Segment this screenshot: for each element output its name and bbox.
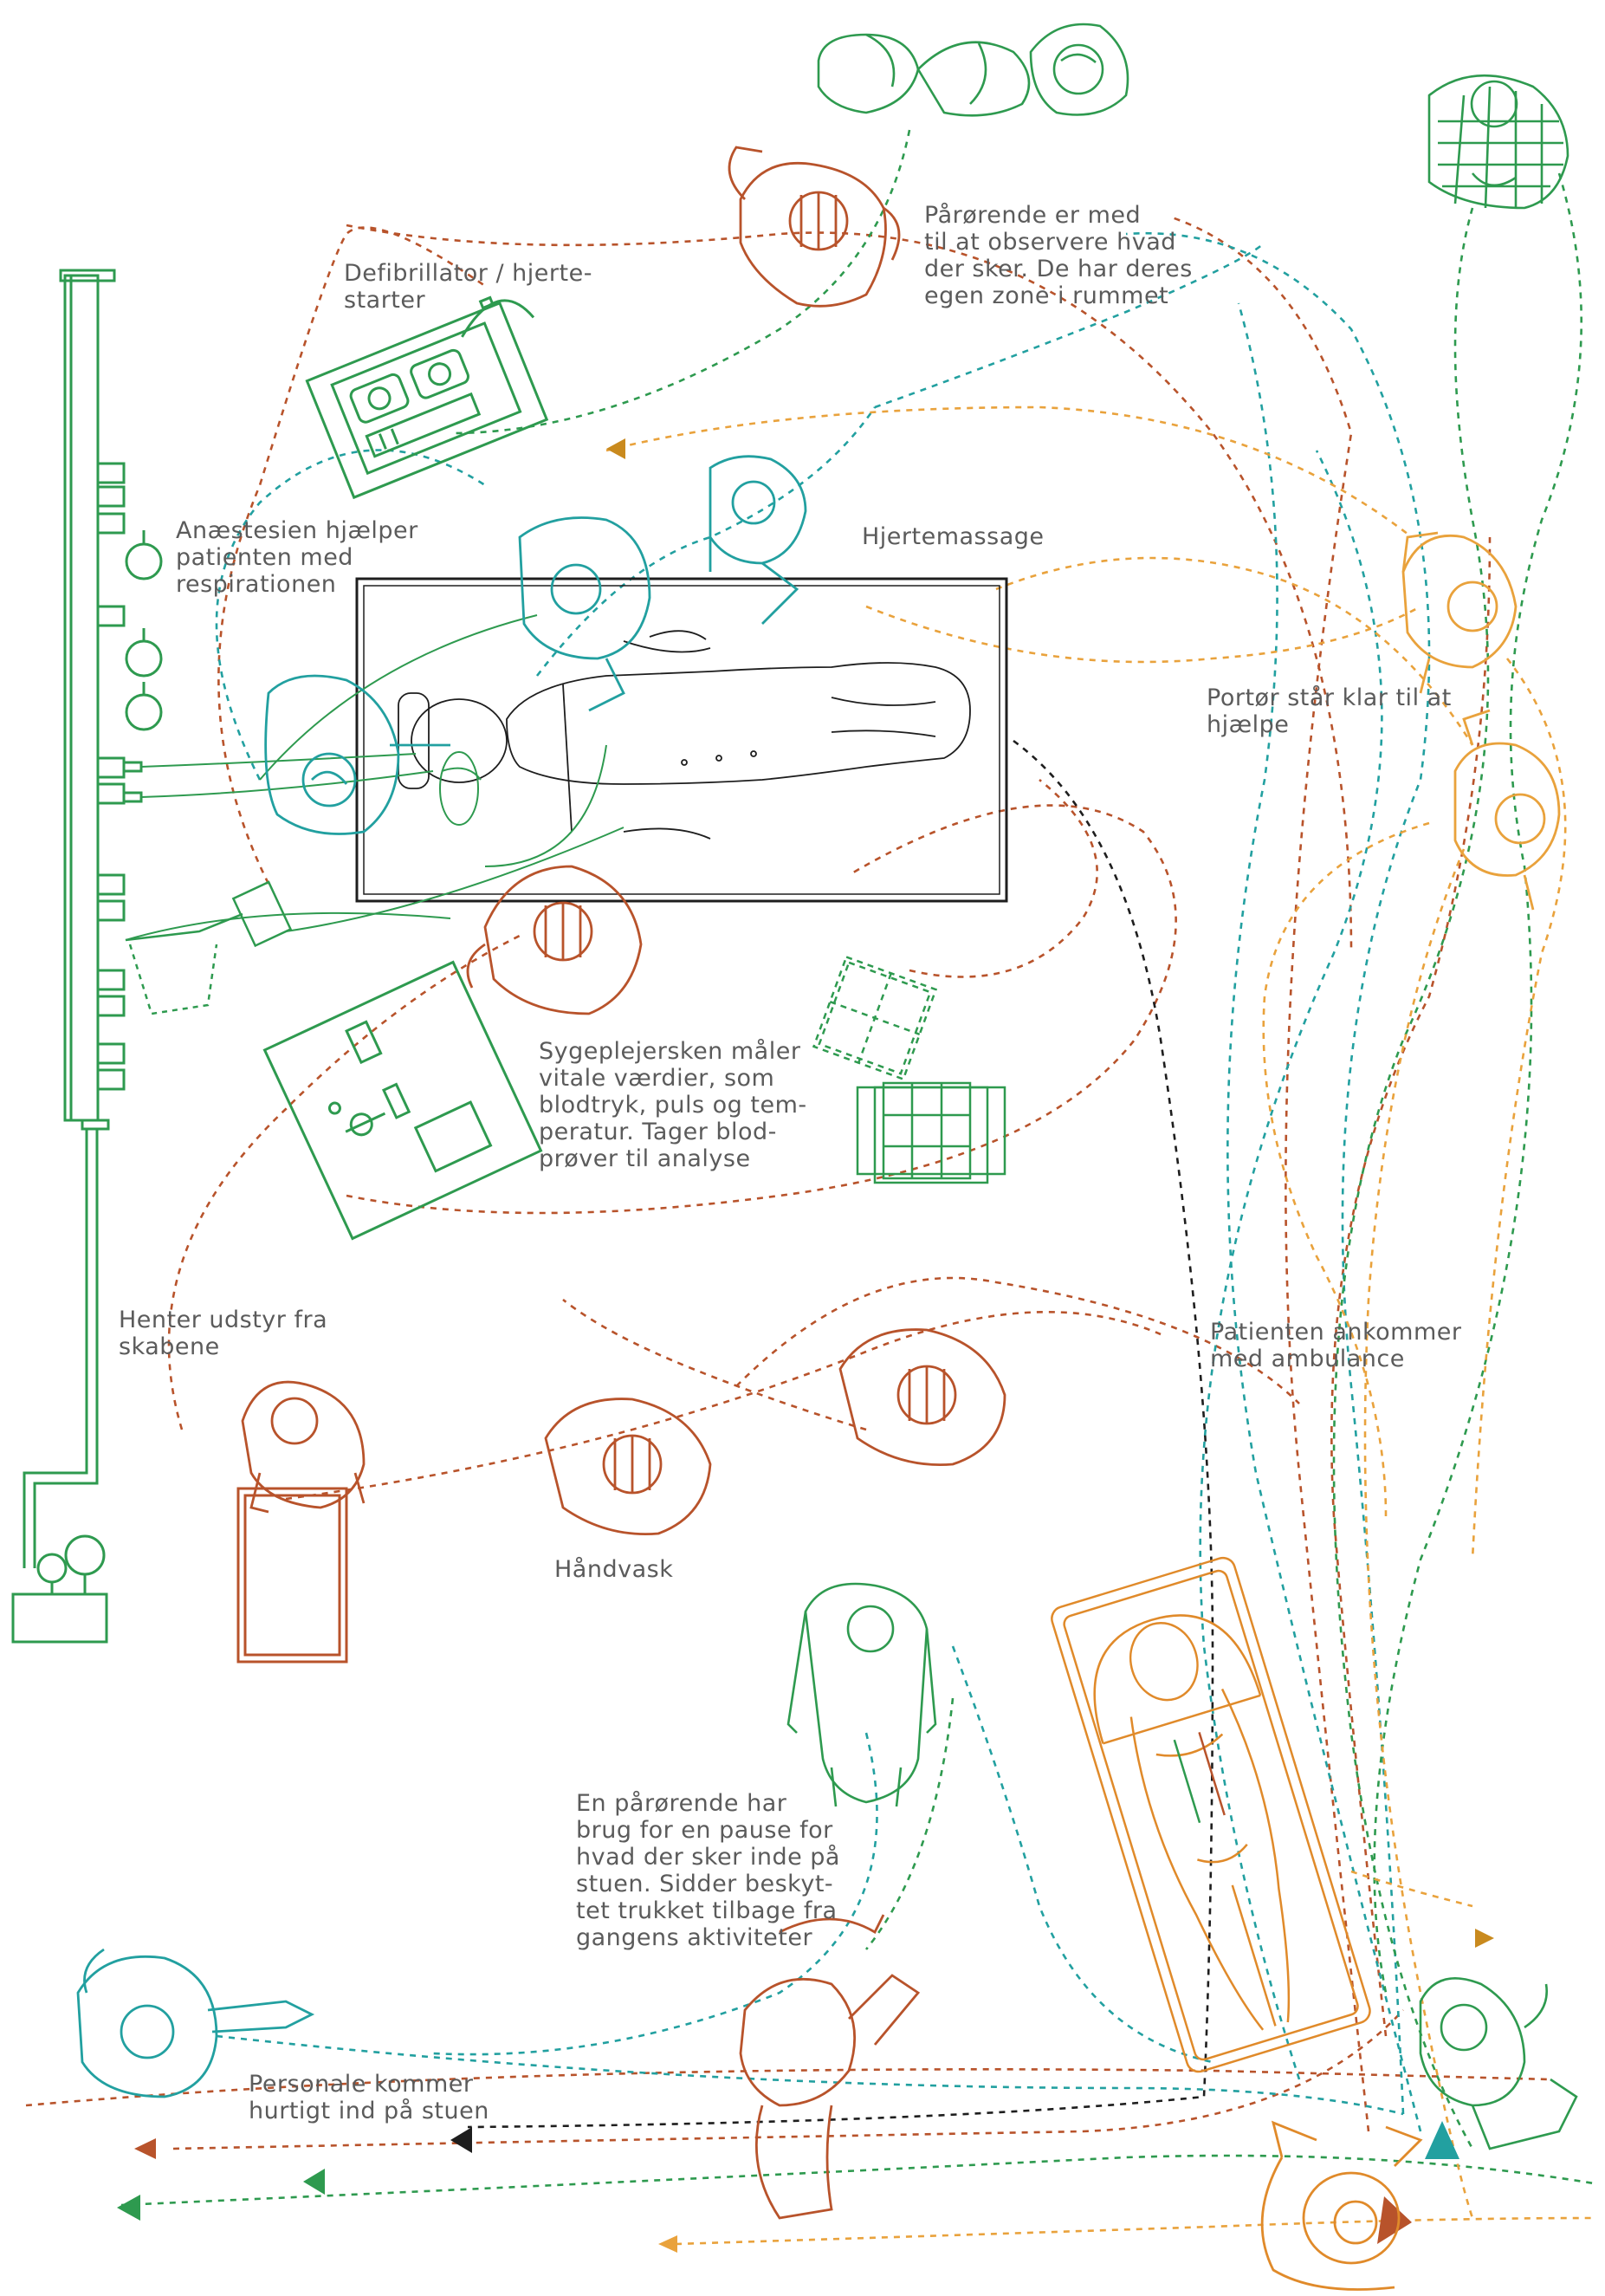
- wall-equipment-rail-icon: [23, 269, 163, 1568]
- porter-icon: [1401, 531, 1518, 694]
- arrow-icon: [117, 2195, 140, 2221]
- bed-with-patient-icon: [355, 577, 1008, 903]
- label-nurse: Sygeplejersken måler vitale værdier, som…: [539, 1038, 807, 1172]
- label-heart-massage: Hjertemassage: [862, 523, 1045, 550]
- label-defibrillator: Defibrillator / hjerte- starter: [344, 260, 592, 314]
- green-paths: [120, 129, 1595, 2207]
- nurse-icon: [838, 1328, 1006, 1466]
- nurse-icon: [544, 1398, 712, 1535]
- arrow-icon: [450, 2127, 472, 2153]
- movement-paths: [25, 129, 1595, 2246]
- label-handwash: Håndvask: [554, 1556, 674, 1583]
- nurse-icon: [241, 1380, 366, 1514]
- label-cabinets: Henter udstyr fra skabene: [119, 1307, 328, 1360]
- arrow-icon: [134, 2138, 156, 2159]
- label-relatives: Pårørende er med til at observere hvad d…: [924, 202, 1193, 309]
- nurse-icon: [466, 865, 643, 1015]
- arrow-icon: [1425, 2121, 1459, 2159]
- nurse-icon: [728, 146, 901, 308]
- orange-paths: [605, 405, 1595, 2246]
- equipment-trolley-icon: [262, 960, 543, 1241]
- sink-icon: [11, 1534, 108, 1644]
- rust-paths: [25, 215, 1551, 2150]
- anaesthesia-nurse-icon: [264, 674, 450, 835]
- relative-icon: [1419, 1977, 1578, 2150]
- arrow-icon: [1475, 1929, 1494, 1948]
- anaesthesia-nurse-icon: [76, 1948, 315, 2098]
- relative-icon: [817, 23, 1129, 117]
- label-staff: Personale kommer hurtigt ind på stuen: [249, 2071, 489, 2124]
- arrowheads: [117, 438, 1494, 2253]
- relative-icon: [1427, 74, 1569, 210]
- nurse-icon: [739, 1914, 921, 2220]
- wall-monitor-icon: [125, 880, 293, 1015]
- defibrillator-icon: [305, 295, 549, 500]
- label-anaesthesia: Anæstesien hjælper patienten med respira…: [176, 517, 418, 598]
- label-pause: En pårørende har brug for en pause for h…: [576, 1790, 840, 1951]
- tubes: [125, 614, 625, 941]
- arrow-icon: [658, 2235, 677, 2253]
- arrow-icon: [1377, 2196, 1412, 2244]
- stretcher-with-patient-icon: [1051, 1556, 1371, 2073]
- arrow-icon: [606, 438, 625, 459]
- teal-paths: [215, 231, 1431, 2132]
- label-porter: Portør står klar til at hjælpe: [1207, 684, 1452, 738]
- cabinet-icon: [236, 1487, 348, 1664]
- arrow-icon: [303, 2169, 325, 2195]
- heart-massage-nurse-icon: [518, 455, 807, 712]
- porter-icon: [1453, 709, 1561, 911]
- label-arrival: Patienten ankommer med ambulance: [1210, 1319, 1462, 1372]
- porter-icon: [1260, 2120, 1423, 2291]
- storage-crate-icon: [812, 955, 1006, 1184]
- relative-icon: [786, 1582, 937, 1807]
- black-path: [467, 739, 1214, 2129]
